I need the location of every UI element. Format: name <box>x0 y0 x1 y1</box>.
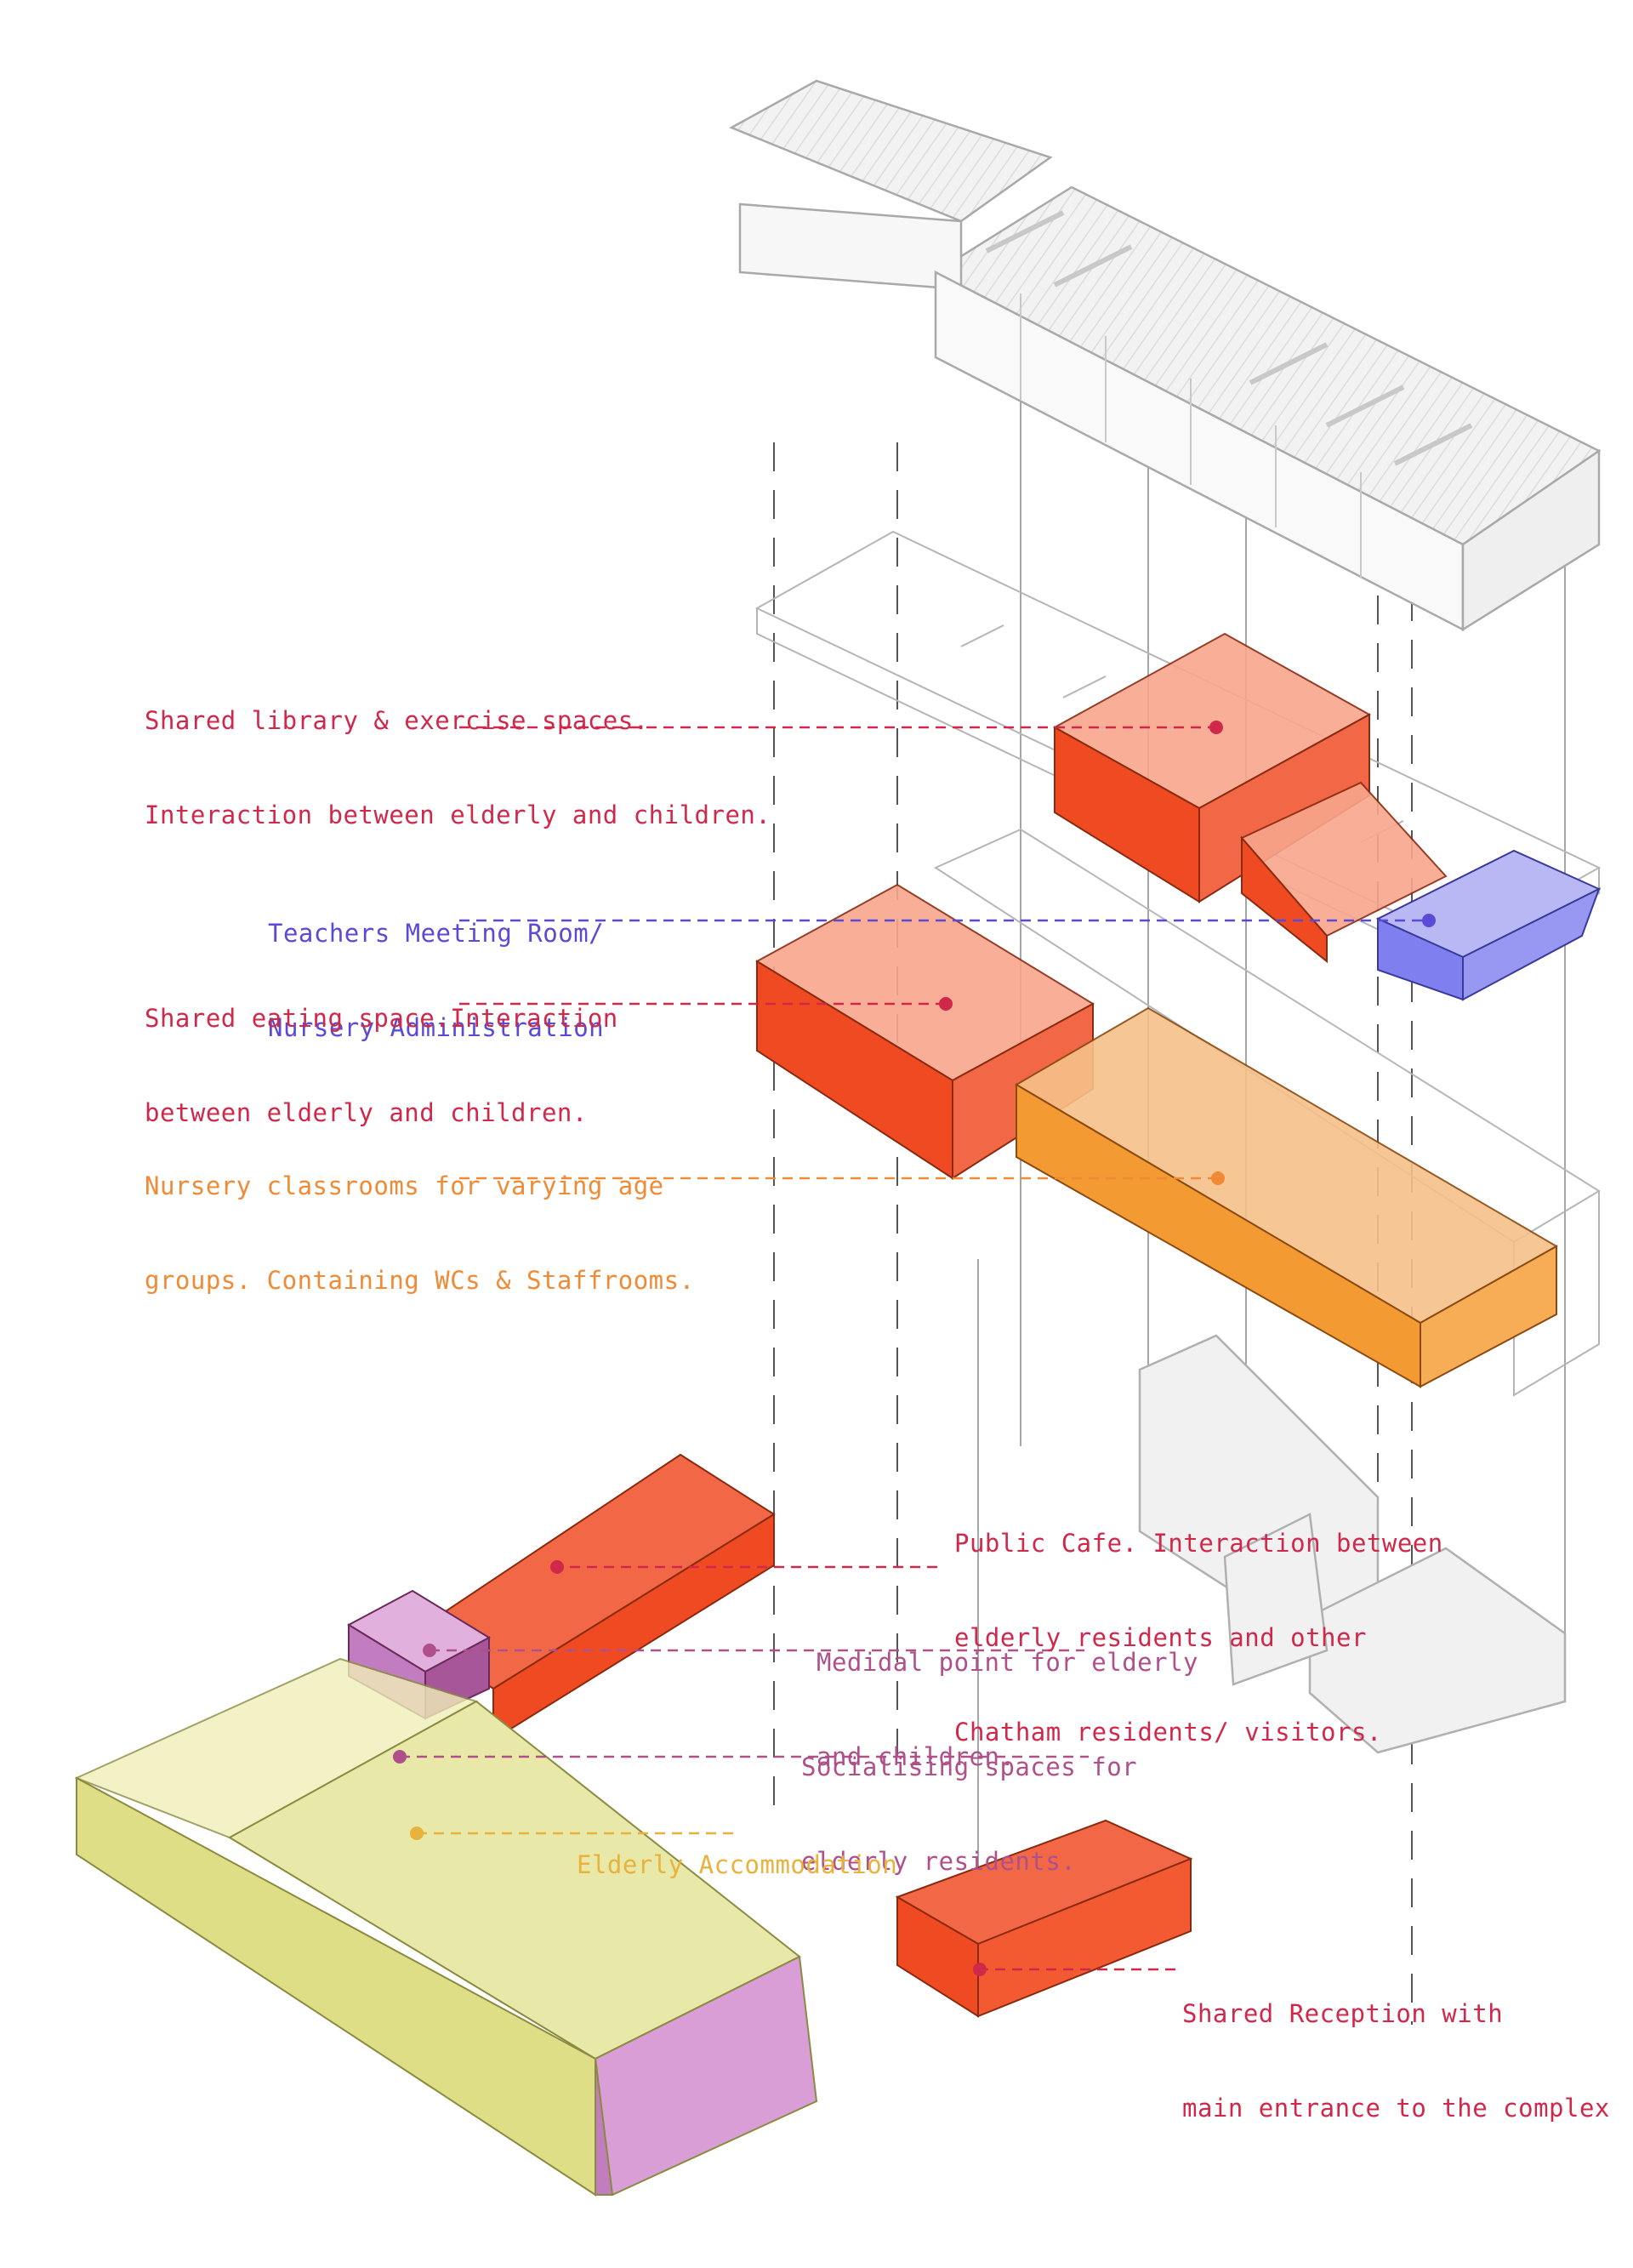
teachers-room-block <box>1375 849 1602 1001</box>
label-line: Nursery Administration <box>268 1013 605 1042</box>
accommodation-row <box>74 1657 818 2197</box>
label-line: between elderly and children. <box>145 1098 588 1127</box>
reception-block <box>895 1819 1193 2018</box>
existing-ruin-walls <box>1138 1334 1567 1754</box>
label-nursery-classrooms: Nursery classrooms for varying age group… <box>145 1108 695 1359</box>
label-medical-point: Medidal point for elderly and children. <box>816 1584 1198 1836</box>
label-teachers-room: Teachers Meeting Room/ Nursery Administr… <box>268 855 604 1107</box>
label-line: Public Cafe. Interaction between <box>954 1529 1443 1558</box>
label-line: elderly residents and other <box>954 1623 1367 1652</box>
label-line: main entrance to the complex <box>1182 2094 1610 2123</box>
label-line: Shared library & exercise spaces. <box>145 706 649 735</box>
label-elderly-accommodation: Elderly Accommodation <box>577 1786 897 1944</box>
label-public-cafe: Public Cafe. Interaction between elderly… <box>954 1465 1443 1811</box>
label-line: Socialising spaces for <box>801 1752 1138 1781</box>
leader-dots <box>393 721 1436 1976</box>
label-line: Nursery classrooms for varying age <box>145 1171 664 1200</box>
existing-roof-block <box>729 79 1602 632</box>
label-line: Elderly Accommodation <box>577 1850 898 1879</box>
label-library-exercise: Shared library & exercise spaces. Intera… <box>145 642 771 894</box>
label-shared-reception: Shared Reception with main entrance to t… <box>1182 1935 1610 2187</box>
leader-lines <box>400 726 1425 1971</box>
label-line: Medidal point for elderly <box>816 1648 1198 1677</box>
label-eating-space: Shared eating space.Interaction between … <box>145 940 618 1192</box>
label-line: Shared eating space.Interaction <box>145 1004 618 1033</box>
library-block <box>1052 632 1448 964</box>
label-line: and children. <box>816 1742 1016 1771</box>
label-line: Teachers Meeting Room/ <box>268 919 605 948</box>
label-line: Shared Reception with <box>1182 1999 1504 2028</box>
label-line: Chatham residents/ visitors. <box>954 1718 1382 1747</box>
label-line: elderly residents. <box>801 1847 1077 1876</box>
nursery-block <box>1015 1006 1559 1388</box>
label-line: groups. Containing WCs & Staffrooms. <box>145 1266 695 1295</box>
label-socialising-spaces: Socialising spaces for elderly residents… <box>801 1689 1137 1940</box>
label-line: Interaction between elderly and children… <box>145 801 771 829</box>
